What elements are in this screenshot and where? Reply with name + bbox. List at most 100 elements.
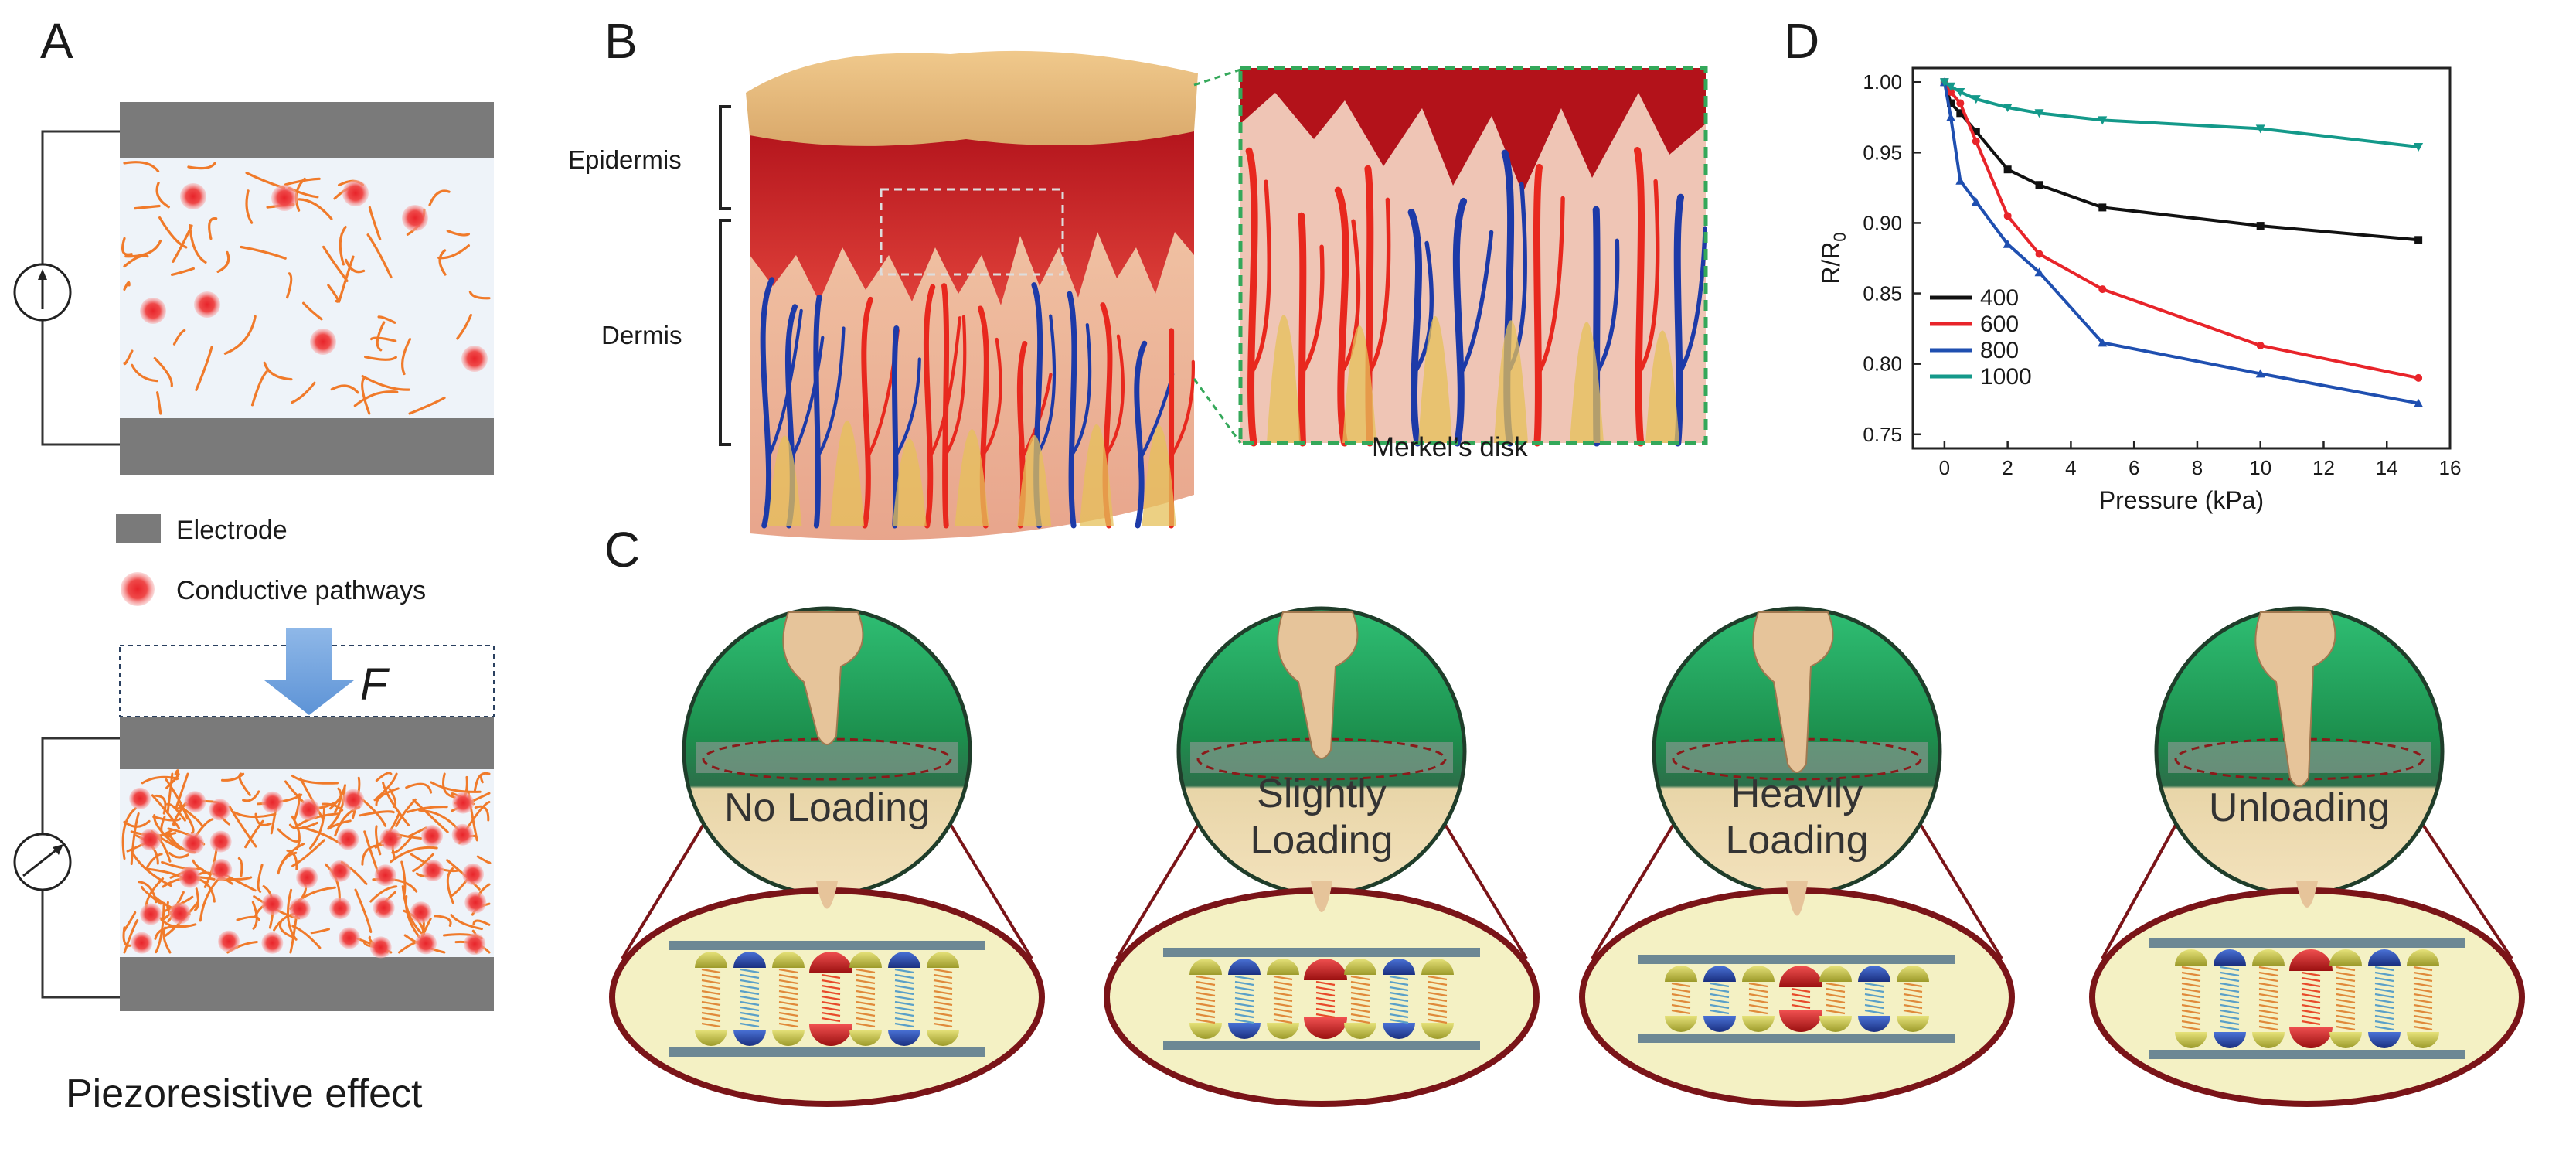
fiber <box>141 886 162 905</box>
fiber <box>145 853 163 870</box>
spring-coil <box>894 1011 914 1017</box>
spring-coil <box>894 995 914 1001</box>
panel-b-letter: B <box>604 13 638 69</box>
spring-coil <box>2413 1009 2433 1015</box>
data-point <box>2256 341 2265 349</box>
capsule-bottom <box>772 1030 805 1046</box>
spring-coil <box>933 979 953 985</box>
spring-coil <box>1710 987 1730 993</box>
conductive-dot <box>402 205 428 231</box>
spring-coil <box>2301 993 2321 999</box>
spring-coil <box>2258 1014 2278 1020</box>
vessel <box>1245 147 1258 447</box>
conductive-dot <box>271 185 298 211</box>
spring-coil <box>2258 982 2278 988</box>
capsule-top <box>695 952 727 968</box>
spring-coil <box>2258 1020 2278 1026</box>
epidermis-label: Epidermis <box>568 145 682 174</box>
spring-coil <box>2301 1009 2321 1015</box>
spring-coil <box>1903 1009 1923 1015</box>
fiber <box>172 224 193 263</box>
spring-coil <box>1315 996 1336 1003</box>
capsule-bottom <box>2289 1027 2333 1048</box>
fiber <box>240 245 287 260</box>
finger-icon <box>782 611 864 745</box>
top-plate <box>1163 948 1480 957</box>
blood-vessels <box>760 277 1195 529</box>
finger-tip-icon <box>1311 881 1332 912</box>
spring-coil <box>1428 1013 1448 1019</box>
state-label-line1: Heavily <box>1731 772 1863 816</box>
spring-coil <box>701 984 721 990</box>
spring-coil <box>2181 1014 2201 1020</box>
zoom-connector-right <box>1444 823 1528 960</box>
fiber <box>369 885 398 903</box>
spring-coil <box>701 990 721 996</box>
fiber <box>263 361 293 381</box>
fiber <box>404 895 420 938</box>
capsule-bottom <box>2175 1032 2207 1048</box>
data-point <box>2414 143 2424 152</box>
fiber <box>154 925 185 940</box>
spring-coil <box>701 1006 721 1012</box>
vessel-branch <box>1103 334 1125 458</box>
spring-coil <box>1273 1013 1293 1019</box>
capsule-top <box>888 952 920 968</box>
vessel-branch <box>1636 179 1660 376</box>
fiber <box>141 775 179 785</box>
spring-coil <box>2258 966 2278 972</box>
capsule-top <box>2368 949 2401 966</box>
stage-1: No Loading <box>609 606 1045 1107</box>
state-label: No Loading <box>724 785 930 830</box>
merkel-inset <box>1193 66 1708 447</box>
fiber <box>245 189 254 224</box>
data-point <box>2003 239 2013 248</box>
panel-a-letter: A <box>40 13 73 69</box>
x-axis-label: Pressure (kPa) <box>2099 486 2264 514</box>
spring-coil <box>2301 982 2321 988</box>
vessel-branch <box>1339 219 1361 376</box>
fiber <box>158 216 188 249</box>
papilla <box>1418 315 1452 443</box>
conductive-dot <box>194 291 220 318</box>
fiber <box>277 828 301 843</box>
vessel <box>1298 212 1307 447</box>
spring-coil <box>1389 991 1409 997</box>
vessel-branch <box>943 315 967 458</box>
capsule-bottom <box>1779 1010 1822 1032</box>
fiber <box>364 356 397 361</box>
capsule-bottom <box>2252 1032 2285 1048</box>
spring-coil <box>821 1000 841 1007</box>
fiber <box>155 901 165 954</box>
spring-coil <box>1196 1007 1216 1013</box>
fiber <box>474 805 490 822</box>
fiber <box>124 239 162 258</box>
spring-coil <box>2220 987 2240 993</box>
x-tick-label: 0 <box>1939 456 1950 479</box>
spring-coil <box>894 990 914 996</box>
vessel <box>1673 193 1684 447</box>
vessel-branch <box>1248 179 1271 376</box>
spring-coil <box>933 973 953 979</box>
spring-coil <box>1196 1018 1216 1024</box>
fiber <box>407 826 427 838</box>
fiber <box>302 301 323 321</box>
spring-coil <box>740 973 760 979</box>
capsule-bottom <box>2368 1032 2401 1048</box>
spring-coil <box>1273 986 1293 992</box>
sensor-unloaded <box>13 102 494 475</box>
vessel-branch <box>767 308 803 458</box>
spring-coil <box>740 995 760 1001</box>
spring-coil <box>740 979 760 985</box>
capsule-top <box>1742 966 1775 982</box>
spring-coil <box>1234 1013 1254 1019</box>
dermis-label: Dermis <box>601 321 682 349</box>
spring-coil <box>1864 1003 1884 1010</box>
spring-coil <box>2336 971 2356 977</box>
fiber <box>172 801 187 826</box>
spring-coil <box>2220 966 2240 972</box>
capsule-top <box>2252 949 2285 966</box>
state-label-line2: Loading <box>1725 818 1868 863</box>
spring-coil <box>740 1000 760 1007</box>
